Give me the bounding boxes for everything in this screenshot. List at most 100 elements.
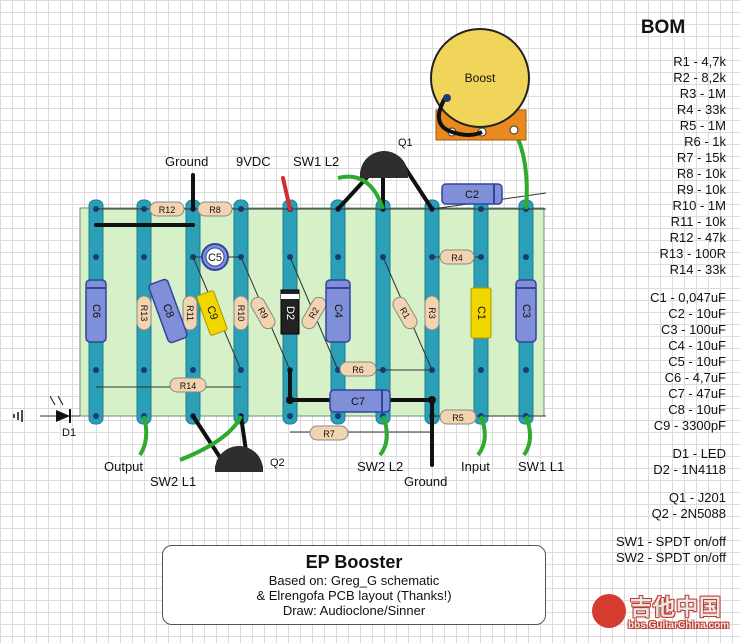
resistor-r10: R10 xyxy=(233,295,249,331)
bom-line: D2 - 1N4118 xyxy=(653,462,726,477)
capacitor-c1: C1 xyxy=(470,287,492,339)
label-sw1-l1: SW1 L1 xyxy=(518,459,564,474)
credit-line: & Elrengofa PCB layout (Thanks!) xyxy=(256,588,452,603)
label-output: Output xyxy=(104,459,143,474)
svg-text:C8: C8 xyxy=(160,302,176,319)
diode-d2: D2 xyxy=(280,289,300,335)
bom-line: R4 - 33k xyxy=(676,102,726,117)
label-input: Input xyxy=(461,459,490,474)
svg-text:C7: C7 xyxy=(351,396,365,408)
capacitors: C6 C8 C9 C5 C4 C1 C3 C2 C7 xyxy=(85,183,537,413)
capacitor-c4: C4 xyxy=(325,279,351,343)
guitar-logo-icon xyxy=(592,594,626,628)
wire-ends xyxy=(138,129,532,462)
led-d1: D1 xyxy=(49,395,76,439)
svg-text:C4: C4 xyxy=(332,304,344,318)
resistor-r12: R12 xyxy=(149,201,185,217)
svg-text:R8: R8 xyxy=(209,205,221,215)
capacitor-c7: C7 xyxy=(329,389,391,413)
bom-line: SW2 - SPDT on/off xyxy=(615,550,726,565)
watermark: 吉他中国 bbs.GuitarChina.com xyxy=(590,588,738,638)
svg-text:C6: C6 xyxy=(90,304,102,318)
transistor-q1: Q1 xyxy=(360,137,413,178)
boost-potentiometer: Boost xyxy=(430,28,530,141)
label-ground-bottom: Ground xyxy=(404,474,447,489)
label-sw2-l2: SW2 L2 xyxy=(357,459,403,474)
svg-text:R7: R7 xyxy=(323,429,335,439)
capacitor-c8: C8 xyxy=(148,278,188,344)
svg-text:C2: C2 xyxy=(465,189,479,201)
bom-line: R10 - 1M xyxy=(672,198,726,213)
svg-text:R6: R6 xyxy=(352,365,364,375)
project-title: EP Booster xyxy=(305,552,403,572)
svg-text:D1: D1 xyxy=(62,427,76,439)
bom-line: R14 - 33k xyxy=(669,262,726,277)
bom-line: C4 - 10uF xyxy=(668,338,726,353)
watermark-url: bbs.GuitarChina.com xyxy=(628,620,730,631)
watermark-text: 吉他中国 xyxy=(630,595,723,620)
bom-line: R9 - 10k xyxy=(676,182,726,197)
svg-text:C3: C3 xyxy=(520,304,532,318)
resistor-r1: R1 xyxy=(392,296,418,330)
svg-text:R13: R13 xyxy=(139,305,149,322)
capacitor-c3: C3 xyxy=(515,279,537,343)
bom-line: C2 - 10uF xyxy=(668,306,726,321)
bom-line: C5 - 10uF xyxy=(668,354,726,369)
bom-line: R3 - 1M xyxy=(679,86,726,101)
svg-text:R3: R3 xyxy=(427,307,437,319)
svg-text:R9: R9 xyxy=(256,306,270,321)
credit-line: Based on: Greg_G schematic xyxy=(268,573,440,588)
resistor-r6: R6 xyxy=(339,361,377,377)
resistor-r8: R8 xyxy=(197,201,233,217)
svg-text:R2: R2 xyxy=(307,306,321,321)
resistor-r5: R5 xyxy=(439,409,477,425)
svg-text:R10: R10 xyxy=(236,305,246,322)
svg-text:Q2: Q2 xyxy=(270,457,285,469)
svg-text:R1: R1 xyxy=(398,306,412,321)
bom-line: R6 - 1k xyxy=(684,134,726,149)
bom-title: BOM xyxy=(640,17,686,38)
bom-line: Q1 - J201 xyxy=(668,490,726,505)
bom-line: R8 - 10k xyxy=(676,166,726,181)
bom-line: D1 - LED xyxy=(672,446,726,461)
label-sw1-l2: SW1 L2 xyxy=(293,154,339,169)
label-9vdc: 9VDC xyxy=(236,154,271,169)
bom-line: C9 - 3300pF xyxy=(653,418,726,433)
resistor-r14: R14 xyxy=(169,377,207,393)
bom-line: R7 - 15k xyxy=(676,150,726,165)
resistors: R12 R8 R4 R13 R11 R10 R9 R2 R1 R3 R6 R14… xyxy=(136,201,477,441)
svg-text:R14: R14 xyxy=(180,381,197,391)
resistor-r3: R3 xyxy=(424,295,440,331)
svg-text:R12: R12 xyxy=(159,205,176,215)
label-ground-top: Ground xyxy=(165,154,208,169)
resistor-r7: R7 xyxy=(309,425,349,441)
bom-line: R5 - 1M xyxy=(679,118,726,133)
svg-text:D2: D2 xyxy=(284,306,296,320)
bom-line: R1 - 4,7k xyxy=(673,54,726,69)
title-box: EP Booster Based on: Greg_G schematic & … xyxy=(162,545,546,625)
resistor-r2: R2 xyxy=(301,296,327,330)
resistor-r11: R11 xyxy=(182,295,198,331)
svg-text:Boost: Boost xyxy=(465,71,496,85)
bom-line: C8 - 10uF xyxy=(668,402,726,417)
bom-line: C6 - 4,7uF xyxy=(664,370,726,385)
svg-text:R4: R4 xyxy=(451,253,463,263)
bom-line: R2 - 8,2k xyxy=(673,70,726,85)
bom-line: C1 - 0,047uF xyxy=(650,290,726,305)
bom-line: R12 - 47k xyxy=(669,230,726,245)
svg-text:C5: C5 xyxy=(208,252,222,264)
svg-text:C9: C9 xyxy=(204,304,220,321)
capacitor-c9: C9 xyxy=(196,290,228,336)
resistor-r13: R13 xyxy=(136,295,152,331)
svg-text:R11: R11 xyxy=(185,305,195,321)
capacitor-c6: C6 xyxy=(85,279,107,343)
transistor-q2: Q2 xyxy=(215,446,285,472)
capacitor-c5: C5 xyxy=(201,243,229,271)
svg-text:C1: C1 xyxy=(475,306,487,320)
label-sw2-l1: SW2 L1 xyxy=(150,474,196,489)
bill-of-materials: BOM R1 - 4,7k R2 - 8,2k R3 - 1M R4 - 33k… xyxy=(586,17,726,566)
bom-line: C3 - 100uF xyxy=(660,322,726,337)
resistor-r9: R9 xyxy=(250,296,276,330)
bom-line: R13 - 100R xyxy=(659,246,726,261)
